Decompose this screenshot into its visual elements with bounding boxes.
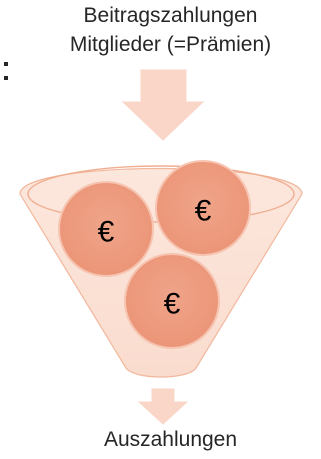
output-label: Auszahlungen xyxy=(103,428,238,451)
coin-left: € xyxy=(58,181,154,277)
input-arrow xyxy=(121,69,205,141)
euro-symbol: € xyxy=(195,195,212,228)
input-label-line-1: Beitragszahlungen xyxy=(83,4,258,27)
coin-bottom: € xyxy=(124,253,220,349)
input-label-line-2: Mitglieder (=Prämien) xyxy=(69,33,272,56)
colon-mark xyxy=(0,58,10,84)
euro-symbol: € xyxy=(164,288,181,321)
output-arrow xyxy=(137,388,189,425)
coin-right: € xyxy=(155,160,251,256)
euro-symbol: € xyxy=(98,216,115,249)
